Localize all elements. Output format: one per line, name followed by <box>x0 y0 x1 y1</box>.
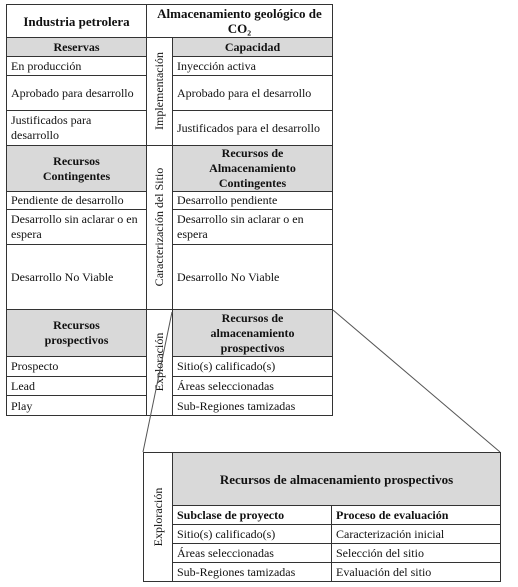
zoom-connector-right <box>332 309 501 453</box>
main-table <box>6 4 333 416</box>
capacity-item: Aprobado para el desarrollo <box>177 85 312 100</box>
divider <box>172 376 333 377</box>
divider <box>6 395 146 396</box>
divider <box>146 4 147 416</box>
divider <box>172 524 501 525</box>
reserves-item: Justificados para desarrollo <box>11 113 92 142</box>
detail-subclass-cell: Áreas seleccionadas <box>177 545 274 560</box>
co2-contingent-item: Desarrollo No Viable <box>177 269 280 284</box>
divider <box>6 191 146 192</box>
co2-prospective-item: Áreas seleccionadas <box>177 378 274 393</box>
divider <box>6 376 146 377</box>
divider <box>6 56 146 57</box>
co2-storage-title: Almacenamiento geológico de CO₂ <box>157 6 322 36</box>
divider <box>172 395 333 396</box>
divider <box>172 37 173 416</box>
detail-table <box>143 452 501 582</box>
reserves-item: Aprobado para desarrollo <box>11 85 134 100</box>
divider <box>6 145 333 146</box>
divider <box>172 562 501 563</box>
divider <box>6 209 146 210</box>
oil-industry-title: Industria petrolera <box>23 13 130 29</box>
divider <box>6 75 146 76</box>
zoom-connector-left <box>142 311 173 453</box>
detail-subclass-cell: Sitio(s) calificado(s) <box>177 526 276 541</box>
reserves-header: Reservas <box>7 38 146 56</box>
divider <box>6 37 333 38</box>
oil-prospective-item: Prospecto <box>11 359 59 373</box>
oil-contingent-item: Pendiente de desarrollo <box>11 193 124 207</box>
co2-contingent-item: Desarrollo sin aclarar o en espera <box>177 212 304 241</box>
oil-prospective-item: Play <box>11 398 33 413</box>
divider <box>172 191 333 192</box>
detail-process-cell: Evaluación del sitio <box>336 564 432 579</box>
divider <box>172 452 173 582</box>
divider <box>172 356 333 357</box>
oil-contingent-item: Desarrollo sin aclarar o en espera <box>11 212 138 241</box>
detail-subclass-cell: Sub-Regiones tamizadas <box>177 564 296 579</box>
divider <box>6 110 146 111</box>
co2-contingent-item: Desarrollo pendiente <box>177 193 278 207</box>
detail-title: Recursos de almacenamiento prospectivos <box>173 453 500 505</box>
divider <box>172 244 333 245</box>
divider <box>6 309 333 310</box>
capacity-item: Justificados para el desarrollo <box>177 120 320 135</box>
oil-prospective-header: Recursos prospectivos <box>7 310 146 356</box>
divider <box>172 209 333 210</box>
divider <box>6 244 146 245</box>
capacity-item: Inyección activa <box>177 58 256 73</box>
detail-process-cell: Caracterización inicial <box>336 526 445 541</box>
divider <box>6 356 146 357</box>
divider <box>172 110 333 111</box>
divider <box>172 505 501 506</box>
divider <box>172 56 333 57</box>
capacity-header: Capacidad <box>173 38 332 56</box>
reserves-item: En producción <box>11 58 82 73</box>
column-header-process: Proceso de evaluación <box>336 507 449 522</box>
oil-contingent-header: Recursos Contingentes <box>7 146 146 191</box>
detail-process-cell: Selección del sitio <box>336 545 424 560</box>
divider <box>172 75 333 76</box>
co2-prospective-header: Recursos de almacenamiento prospectivos <box>173 310 332 356</box>
column-header-subclass: Subclase de proyecto <box>177 507 285 522</box>
detail-phase-label: Exploración <box>151 487 165 547</box>
oil-contingent-item: Desarrollo No Viable <box>11 269 114 284</box>
divider <box>172 543 501 544</box>
oil-prospective-item: Lead <box>11 378 35 393</box>
co2-contingent-header: Recursos de Almacenamiento Contingentes <box>173 146 332 191</box>
co2-prospective-item: Sitio(s) calificado(s) <box>177 359 276 373</box>
co2-prospective-item: Sub-Regiones tamizadas <box>177 398 296 413</box>
